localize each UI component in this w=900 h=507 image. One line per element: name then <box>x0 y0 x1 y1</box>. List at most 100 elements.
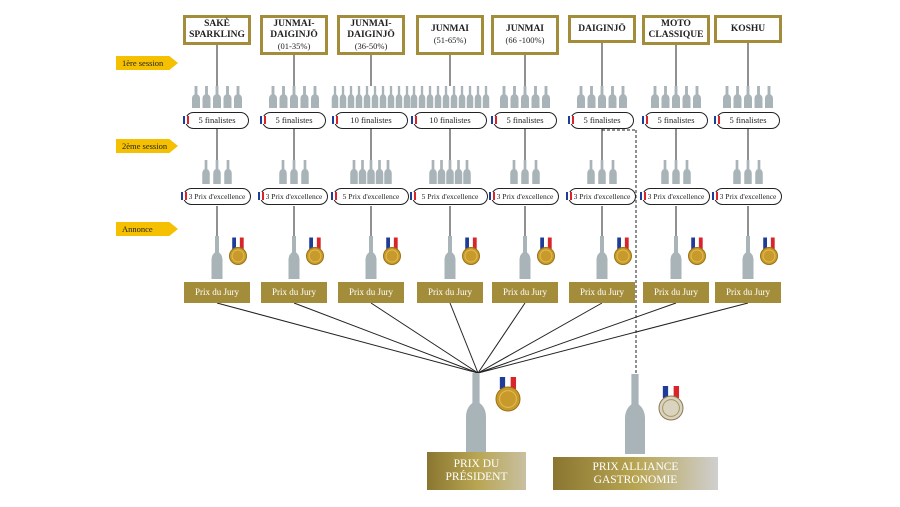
medal-inner-ring <box>464 249 478 263</box>
bottle-s1 <box>672 86 680 108</box>
jury-label-jd3650: Prix du Jury <box>338 282 404 303</box>
bottle-s1 <box>661 86 670 108</box>
medal-ribbon <box>309 237 314 250</box>
bottle-s2 <box>672 160 680 184</box>
jury-medal-j66100 <box>537 237 555 265</box>
bottle-s2 <box>384 160 392 184</box>
jury-medal-sparkling <box>229 237 247 265</box>
jury-medal-j5165 <box>462 237 480 265</box>
bottle-s2 <box>375 160 384 184</box>
medal-ribbon <box>505 377 511 389</box>
medal-ribbon <box>239 237 244 250</box>
medal-ribbon <box>770 237 775 250</box>
bottle-s1 <box>651 86 659 108</box>
medal-inner-ring <box>539 249 553 263</box>
bottle-s2 <box>350 160 358 184</box>
bottle-s2 <box>463 160 471 184</box>
bottle-s1 <box>450 86 458 108</box>
medal-inner-ring <box>662 399 680 417</box>
gastronomie-bottle <box>625 374 646 454</box>
bottle-s1 <box>619 86 627 108</box>
category-title: JUNMAI-DAIGINJŌ <box>270 18 318 40</box>
jury-medal-daiginjo <box>614 237 632 265</box>
jury-medal-jd3650 <box>383 237 401 265</box>
finalists-pill-koshu: 5 finalistes <box>714 112 780 129</box>
medal-ribbon <box>544 237 548 250</box>
bottle-s1 <box>733 86 742 108</box>
bottle-s1 <box>510 86 519 108</box>
category-title: KOSHU <box>730 23 766 34</box>
bottle-s2 <box>213 160 221 184</box>
prix-president-label: PRIX DU PRÉSIDENT <box>427 452 526 490</box>
medal-inner-ring <box>385 249 399 263</box>
bottle-s1 <box>395 86 403 108</box>
bottle-s1 <box>418 86 426 108</box>
bottle-s1 <box>202 86 211 108</box>
bottle-s1 <box>363 86 371 108</box>
fan-line-daiginjo <box>477 302 603 374</box>
excellence-pill-moto: 3 Prix d'excellence <box>640 188 710 205</box>
bottle-s1 <box>542 86 550 108</box>
medal-ribbon <box>624 237 629 250</box>
medal-inner-ring <box>762 249 776 263</box>
excellence-pill-daiginjo: 3 Prix d'excellence <box>566 188 636 205</box>
category-title: JUNMAI <box>431 24 469 34</box>
medal-ribbon <box>390 237 394 250</box>
bottle-s1 <box>331 86 339 108</box>
category-box-koshu: KOSHU <box>714 15 782 43</box>
bottle-s1 <box>347 86 355 108</box>
bottle-s1 <box>387 86 395 108</box>
medal-ribbon <box>469 237 473 250</box>
bottle-s1 <box>682 86 691 108</box>
session-2-arrow: 2ème session <box>116 139 178 153</box>
finalists-pill-j66100: 5 finalistes <box>491 112 557 129</box>
category-box-sparkling: SAKÈ SPARKLING <box>183 15 251 45</box>
category-box-j66100: JUNMAI(66 -100%) <box>491 15 559 55</box>
category-subtitle: (51-65%) <box>433 35 467 45</box>
bottle-s1 <box>500 86 508 108</box>
bottle-s1 <box>234 86 242 108</box>
category-title: MOTO CLASSIQUE <box>648 19 704 40</box>
prix-gastronomie-label: PRIX ALLIANCE GASTRONOMIE <box>553 457 718 490</box>
gastronomie-medal <box>658 386 684 421</box>
medal-ribbon <box>236 237 240 250</box>
medal-inner-ring <box>690 249 704 263</box>
bottle-jury <box>211 236 223 279</box>
bottle-jury <box>288 236 300 279</box>
bottle-s2 <box>446 160 454 184</box>
category-box-daiginjo: DAIGINJŌ <box>568 15 636 43</box>
bottle-jury <box>596 236 608 279</box>
bottle-s1 <box>765 86 773 108</box>
medal-ribbon <box>662 386 669 398</box>
category-box-jd0135: JUNMAI-DAIGINJŌ(01-35%) <box>260 15 328 55</box>
medal-inner-ring <box>616 249 630 263</box>
jury-label-moto: Prix du Jury <box>643 282 709 303</box>
medal-ribbon <box>668 386 674 398</box>
medal-ribbon <box>465 237 470 250</box>
bottle-s1 <box>458 86 466 108</box>
bottle-s1 <box>311 86 319 108</box>
category-subtitle: (01-35%) <box>277 40 311 51</box>
bottle-s1 <box>744 86 752 108</box>
jury-label-j66100: Prix du Jury <box>492 282 558 303</box>
medal-ribbon <box>472 237 477 250</box>
bottle-s1 <box>474 86 482 108</box>
bottle-s2 <box>755 160 763 184</box>
finalists-pill-jd3650: 10 finalistes <box>332 112 408 129</box>
bottle-s1 <box>531 86 540 108</box>
bottle-s1 <box>723 86 731 108</box>
bottle-s1 <box>223 86 232 108</box>
finalists-pill-moto: 5 finalistes <box>642 112 708 129</box>
bottle-s1 <box>269 86 277 108</box>
excellence-pill-sparkling: 3 Prix d'excellence <box>181 188 251 205</box>
category-subtitle: (66 -100%) <box>505 35 545 45</box>
excellence-pill-jd3650: 5 Prix d'excellence <box>331 188 409 205</box>
bottle-s2 <box>744 160 752 184</box>
medal-ribbon <box>510 377 517 389</box>
bottle-s2 <box>454 160 463 184</box>
category-subtitle: (36-50%) <box>354 40 388 51</box>
bottle-s2 <box>437 160 446 184</box>
finalists-pill-sparkling: 5 finalistes <box>183 112 249 129</box>
medal-ribbon <box>617 237 622 250</box>
category-box-j5165: JUNMAI(51-65%) <box>416 15 484 55</box>
